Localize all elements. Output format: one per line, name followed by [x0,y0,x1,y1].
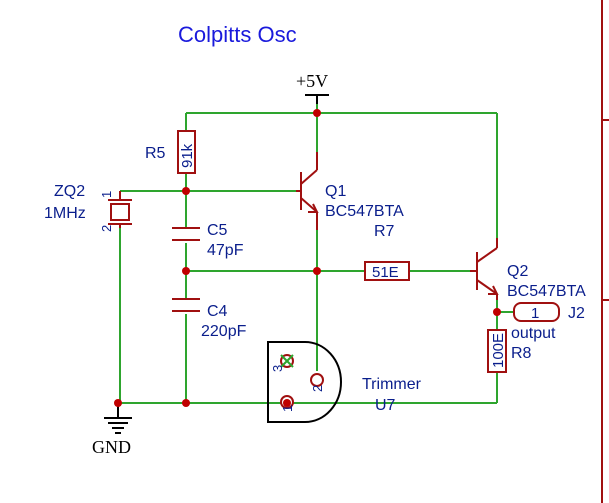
q2-value: BC547BTA [507,283,586,300]
trimmer-u7[interactable]: 3 2 1 Trimmer U7 [267,341,422,423]
c4-value: 220pF [201,323,247,340]
power-label: +5V [296,71,328,91]
crystal-pin2-label: 2 [99,225,114,232]
trimmer-value: Trimmer [362,376,422,393]
c5-ref: C5 [207,222,228,239]
trimmer-ref: U7 [375,397,396,414]
capacitor-c4[interactable]: C4 220pF [172,298,247,340]
r8-ref: R8 [511,345,532,362]
resistor-r5[interactable]: 91k R5 [145,130,196,174]
crystal-value: 1MHz [44,205,86,222]
j2-ref: J2 [568,305,585,322]
trimmer-pin2-label: 2 [310,385,325,392]
schematic-title: Colpitts Osc [178,22,297,47]
junctions [114,109,501,407]
resistor-r8[interactable]: 100E R8 [487,329,532,373]
j2-pin: 1 [531,305,539,322]
r7-value: 51E [372,264,399,281]
crystal-pin1-label: 1 [99,191,114,198]
resistor-r7[interactable]: 51E R7 [364,223,410,281]
c5-value: 47pF [207,242,244,259]
r8-value: 100E [490,333,507,368]
q2-ref: Q2 [507,263,528,280]
q1-ref: Q1 [325,183,346,200]
crystal-ref: ZQ2 [54,183,85,200]
transistor-q2[interactable]: Q2 BC547BTA [470,238,586,300]
ground-symbol: GND [92,403,132,457]
power-symbol: +5V [296,71,329,104]
wires [118,95,514,404]
trimmer-pin3-label: 3 [270,365,285,372]
capacitor-c5[interactable]: C5 47pF [172,222,244,259]
r7-ref: R7 [374,223,395,240]
q1-value: BC547BTA [325,203,404,220]
transistor-q1[interactable]: Q1 BC547BTA [296,152,404,230]
crystal-zq2[interactable]: ZQ2 1MHz 1 2 [44,183,132,232]
c4-ref: C4 [207,303,228,320]
trimmer-pin1-label: 1 [280,405,295,412]
ground-label: GND [92,437,131,457]
output-net-label: output [511,325,556,342]
r5-value: 91k [179,143,196,168]
connector-j2[interactable]: 1 J2 output [511,302,585,342]
r5-ref: R5 [145,145,166,162]
